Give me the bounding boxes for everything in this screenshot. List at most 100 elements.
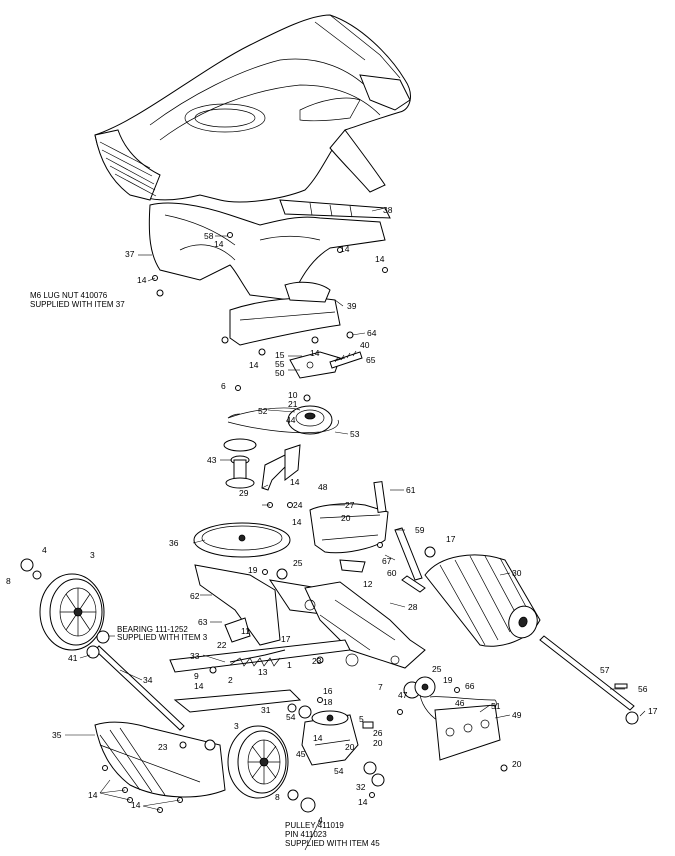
callout-2: 2 (228, 675, 233, 685)
callout-11: 11 (241, 626, 250, 636)
callout-47: 47 (398, 690, 408, 700)
bracket (309, 481, 426, 593)
callout-17: 17 (446, 534, 456, 544)
note-pulley-line2: PIN 411023 (285, 830, 327, 839)
callout-39: 39 (347, 301, 357, 311)
callout-6: 6 (221, 381, 226, 391)
callout-19: 19 (443, 675, 453, 685)
callout-43: 43 (207, 455, 217, 465)
front-bumper (94, 721, 226, 798)
note-pulley-line3: SUPPLIED WITH ITEM 45 (285, 839, 380, 848)
callout-20: 20 (345, 742, 355, 752)
front-axle-links (86, 639, 351, 731)
callout-20: 20 (341, 513, 351, 523)
callout-14: 14 (194, 681, 204, 691)
callout-37: 37 (125, 249, 135, 259)
note-lug-nut-line1: M6 LUG NUT 410076 (30, 291, 108, 300)
callout-27: 27 (345, 500, 355, 510)
callout-60: 60 (387, 568, 397, 578)
callout-15: 15 (275, 350, 285, 360)
callout-14: 14 (292, 517, 302, 527)
callout-33: 33 (190, 651, 200, 661)
bolts-hardware (102, 232, 508, 813)
callout-65: 65 (366, 355, 376, 365)
drive-pulley-belt (227, 385, 339, 435)
callout-44: 44 (286, 415, 296, 425)
callout-28: 28 (408, 602, 418, 612)
callout-67: 67 (382, 556, 392, 566)
callout-46: 46 (455, 698, 465, 708)
callout-20: 20 (512, 759, 522, 769)
callout-13: 13 (258, 667, 268, 677)
callout-14: 14 (310, 348, 320, 358)
callout-30: 30 (512, 568, 522, 578)
note-bearing-line2: SUPPLIED WITH ITEM 3 (117, 633, 208, 642)
callout-41: 41 (68, 653, 78, 663)
callout-18: 18 (323, 697, 333, 707)
leader-lines (65, 207, 646, 851)
callout-55: 55 (275, 359, 285, 369)
callout-50: 50 (275, 368, 285, 378)
callout-56: 56 (638, 684, 648, 694)
roller-axle (539, 635, 639, 725)
callout-51: 51 (491, 701, 501, 711)
callout-14: 14 (340, 244, 350, 254)
callout-29: 29 (239, 488, 249, 498)
callout-10: 10 (288, 390, 298, 400)
callout-61: 61 (406, 485, 416, 495)
blade-disc (193, 522, 291, 580)
callout-63: 63 (198, 617, 208, 627)
callout-26: 26 (373, 728, 383, 738)
callout-14: 14 (137, 275, 147, 285)
callout-24: 24 (293, 500, 303, 510)
callout-14: 14 (214, 239, 224, 249)
callout-5: 5 (359, 714, 364, 724)
callout-59: 59 (415, 525, 425, 535)
callout-23: 23 (158, 742, 168, 752)
callout-53: 53 (350, 429, 360, 439)
mounting-plate (221, 331, 363, 379)
callout-58: 58 (204, 231, 214, 241)
callout-54: 54 (286, 712, 296, 722)
callout-14: 14 (249, 360, 259, 370)
callout-19: 19 (248, 565, 258, 575)
callout-8: 8 (275, 792, 280, 802)
callout-35: 35 (52, 730, 62, 740)
callout-22: 22 (217, 640, 227, 650)
chain-sprockets (403, 676, 501, 761)
callout-64: 64 (367, 328, 377, 338)
callout-45: 45 (296, 749, 306, 759)
callout-57: 57 (600, 665, 610, 675)
callout-17: 17 (648, 706, 658, 716)
callout-66: 66 (465, 681, 475, 691)
callout-8: 8 (6, 576, 11, 586)
part-notes: M6 LUG NUT 410076 SUPPLIED WITH ITEM 37 … (30, 291, 380, 848)
callout-20: 20 (373, 738, 383, 748)
rear-flap (229, 281, 341, 346)
callout-labels: 38 58 14 37 14 14 14 39 64 40 15 55 14 6… (6, 205, 658, 825)
callout-1: 1 (287, 660, 292, 670)
callout-38: 38 (383, 205, 393, 215)
spindle (223, 438, 301, 491)
callout-4: 4 (318, 815, 323, 825)
callout-3: 3 (90, 550, 95, 560)
callout-12: 12 (363, 579, 373, 589)
callout-14: 14 (131, 800, 141, 810)
front-wheel-right (227, 725, 316, 813)
callout-14: 14 (290, 477, 300, 487)
callout-52: 52 (258, 406, 268, 416)
rear-wheel-left (20, 558, 110, 651)
note-pulley-line1: PULLEY 411019 (285, 821, 344, 830)
callout-7: 7 (378, 682, 383, 692)
callout-54: 54 (334, 766, 344, 776)
callout-23: 23 (312, 656, 322, 666)
callout-25: 25 (432, 664, 442, 674)
callout-32: 32 (356, 782, 366, 792)
callout-14: 14 (88, 790, 98, 800)
callout-21: 21 (288, 399, 298, 409)
callout-62: 62 (190, 591, 200, 601)
chassis-frame (194, 564, 426, 669)
callout-48: 48 (318, 482, 328, 492)
